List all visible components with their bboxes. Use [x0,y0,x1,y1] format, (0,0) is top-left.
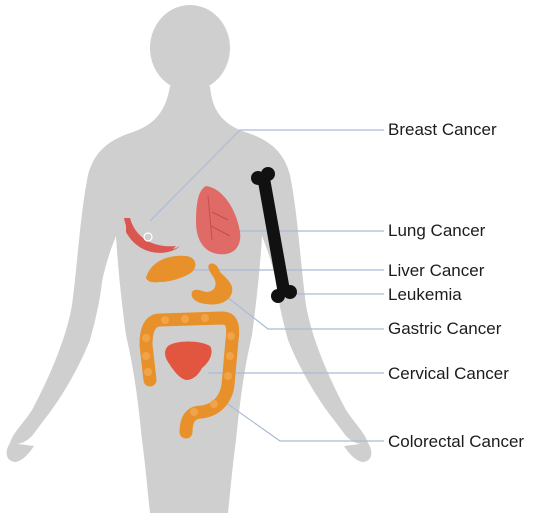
label-leukemia: Leukemia [388,286,462,303]
label-colorectal-cancer: Colorectal Cancer [388,433,524,450]
label-breast-cancer: Breast Cancer [388,121,497,138]
label-gastric-cancer: Gastric Cancer [388,320,501,337]
label-cervical-cancer: Cervical Cancer [388,365,509,382]
torso-and-arms [10,86,368,513]
label-liver-cancer: Liver Cancer [388,262,484,279]
label-lung-cancer: Lung Cancer [388,222,485,239]
head [150,5,230,91]
